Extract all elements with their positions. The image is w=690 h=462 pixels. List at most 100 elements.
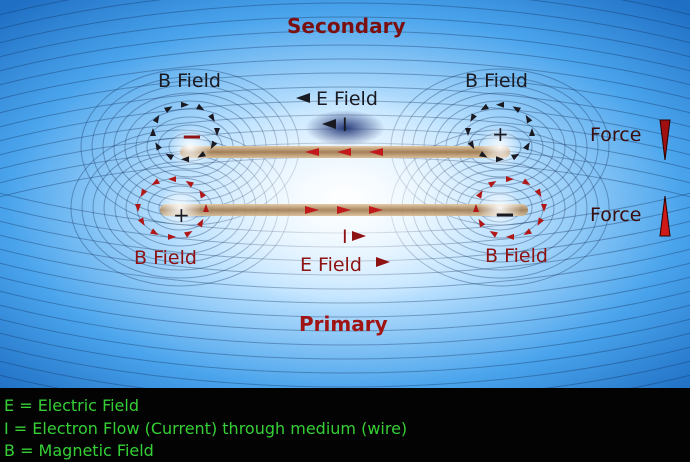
b-field-ring-arrow — [465, 128, 471, 136]
e-field-label-top: E Field — [316, 88, 378, 110]
b-field-ring-arrow — [496, 101, 504, 108]
b-field-ring-arrow — [165, 153, 174, 161]
b-field-ring-arrow — [525, 114, 533, 124]
field-sweep — [0, 0, 690, 30]
b-field-ring-arrow — [523, 228, 532, 235]
b-field-ring-arrow — [522, 178, 531, 185]
b-field-ring-arrow — [479, 151, 488, 158]
b-field-ring-arrow — [150, 128, 156, 136]
current-arrows — [305, 148, 383, 214]
current-flow-arrow — [305, 206, 319, 214]
b-field-ring-arrow — [151, 178, 160, 185]
field-glow-center — [195, 90, 495, 310]
force-label-top: Force — [590, 124, 642, 146]
b-field-ring-arrow — [199, 190, 206, 199]
b-field-ring-arrow — [155, 142, 162, 151]
coil-glow-bottom-right — [478, 186, 522, 230]
current-arrow-top — [322, 119, 336, 129]
b-field-ring-arrow — [529, 128, 535, 136]
b-field-ring-arrow — [138, 217, 145, 226]
b-field-ring-arrow — [496, 156, 504, 163]
field-sweep — [0, 318, 690, 360]
field-sweep — [0, 346, 690, 388]
field-sweep — [0, 304, 690, 346]
b-field-label-bottom-left: B Field — [134, 247, 197, 269]
b-field-ring-arrow — [541, 204, 547, 212]
b-field-arrow-rings — [135, 101, 547, 240]
b-field-ring-arrow — [197, 151, 206, 158]
legend-magnetic-field: B = Magnetic Field — [4, 441, 154, 460]
current-flow-arrow — [369, 206, 383, 214]
b-field-ring-arrow — [506, 233, 514, 240]
b-field-ring-arrow — [511, 153, 520, 161]
plus-sign-bottom-left: + — [173, 203, 190, 227]
field-sweep — [0, 290, 690, 332]
b-field-ring-arrow — [181, 101, 189, 108]
legend-panel: E = Electric Field I = Electron Flow (Cu… — [0, 388, 690, 462]
current-flow-arrow — [369, 148, 383, 156]
b-field-ring-arrow — [168, 233, 176, 240]
field-sweep — [0, 2, 690, 44]
field-sweep — [0, 332, 690, 374]
dark-spot — [305, 110, 385, 146]
force-arrow-up — [659, 195, 671, 237]
current-flow-arrow — [305, 148, 319, 156]
b-field-ring-arrow — [534, 188, 542, 197]
current-flow-arrow — [337, 148, 351, 156]
current-flow-arrow — [337, 206, 351, 214]
b-field-ring-arrow — [473, 204, 479, 212]
field-sweep — [0, 30, 690, 72]
coil-glow-top-right — [478, 125, 522, 169]
field-sweep — [0, 360, 690, 388]
b-field-ring-arrow — [150, 228, 159, 235]
b-field-ring-arrow — [488, 181, 497, 188]
e-field-label-bottom: E Field — [300, 254, 362, 276]
current-label-top: I — [342, 114, 348, 136]
legend-electric-field: E = Electric Field — [4, 396, 139, 415]
field-sweep — [0, 276, 690, 318]
b-field-ring-arrow — [480, 103, 489, 111]
plus-sign-top-right: + — [492, 122, 509, 146]
secondary-label: Secondary — [287, 14, 406, 38]
b-field-ring-arrow — [140, 188, 148, 198]
legend-electron-flow: I = Electron Flow (Current) through medi… — [4, 419, 408, 438]
minus-sign-bottom-right: − — [494, 200, 516, 230]
force-arrow-down — [659, 119, 671, 161]
minus-sign-top-left: − — [181, 122, 203, 152]
b-field-ring-arrow — [181, 156, 189, 163]
current-label-bottom: I — [342, 226, 348, 248]
b-field-ring-arrow — [196, 218, 204, 228]
b-field-label-top-right: B Field — [465, 70, 528, 92]
b-field-ring-arrow — [489, 231, 498, 238]
force-label-bottom: Force — [590, 204, 642, 226]
field-sweep — [0, 72, 690, 114]
b-field-ring-arrow — [184, 231, 193, 238]
field-sweep — [0, 86, 690, 128]
b-field-ring-arrow — [210, 140, 218, 150]
b-field-ring-arrow — [523, 142, 530, 151]
b-field-ring-arrow — [214, 128, 220, 136]
b-field-ring-arrow — [476, 190, 483, 199]
e-field-arrow-top — [296, 93, 310, 103]
b-field-ring-arrow — [168, 176, 176, 183]
b-field-ring-arrow — [135, 204, 141, 212]
b-field-ring-arrow — [506, 176, 514, 183]
b-field-ring-arrow — [470, 113, 477, 122]
b-field-ring-arrow — [512, 106, 521, 113]
b-field-ring-arrow — [196, 103, 205, 111]
b-field-ring-arrow — [208, 113, 215, 122]
coil-glow-top-left — [168, 125, 212, 169]
primary-label: Primary — [299, 312, 388, 336]
field-sweep — [0, 58, 690, 100]
b-field-ring-arrow — [537, 217, 544, 226]
b-field-ring-arrow — [185, 181, 194, 188]
b-field-label-bottom-right: B Field — [485, 245, 548, 267]
coil-glow-bottom-left — [158, 186, 202, 230]
b-field-ring-arrow — [467, 140, 475, 150]
field-diagram — [0, 0, 690, 388]
field-sweep — [0, 16, 690, 58]
b-field-label-top-left: B Field — [158, 70, 221, 92]
current-arrow-bottom — [352, 231, 366, 241]
e-field-arrow-bottom — [376, 257, 390, 267]
